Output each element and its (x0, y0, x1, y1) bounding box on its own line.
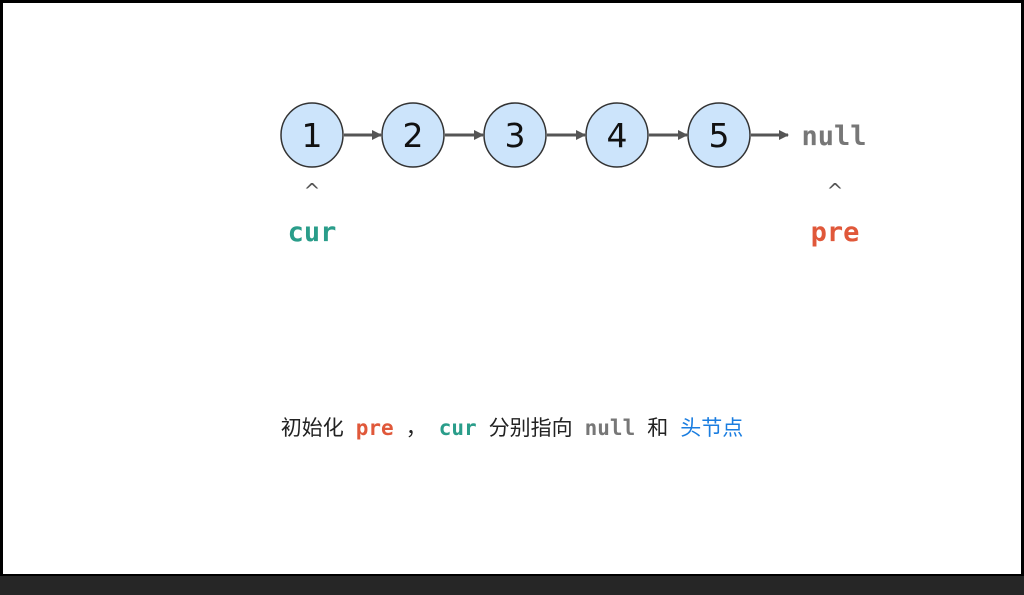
cur-label: cur (288, 217, 337, 248)
null-label: null (801, 121, 866, 152)
caption-text-point: 分别指向 (488, 416, 573, 440)
bottom-bar (0, 576, 1024, 595)
list-node (585, 102, 649, 168)
slide-canvas: 1 2 3 4 5 null ^ ^ cur pre 初始化 pre ， cur 分别指向 nul… (3, 3, 1021, 574)
list-node (687, 102, 751, 168)
list-node (483, 102, 547, 168)
node-value: 2 (403, 116, 424, 155)
list-node (381, 102, 445, 168)
caption-null: null (584, 416, 636, 440)
caption-head-node: 头节点 (680, 416, 744, 440)
list-node (280, 102, 344, 168)
window-frame: 1 2 3 4 5 null ^ ^ cur pre 初始化 pre ， cur 分别指向 nul… (0, 0, 1024, 576)
caption-text-init: 初始化 (280, 416, 344, 440)
caption-pre: pre (355, 416, 394, 440)
caption-text-and: 和 (647, 416, 669, 440)
caption: 初始化 pre ， cur 分别指向 null 和头节点 (3, 412, 1021, 442)
node-value: 4 (607, 116, 628, 155)
pre-caret: ^ (827, 179, 844, 203)
linked-list-diagram: 1 2 3 4 5 null ^ ^ cur pre (280, 102, 867, 248)
pre-label: pre (811, 217, 860, 248)
cur-caret: ^ (304, 179, 321, 203)
caption-cur: cur (438, 416, 477, 440)
node-value: 1 (302, 116, 323, 155)
node-value: 3 (505, 116, 526, 155)
node-value: 5 (709, 116, 730, 155)
caption-comma: ， (405, 416, 427, 440)
